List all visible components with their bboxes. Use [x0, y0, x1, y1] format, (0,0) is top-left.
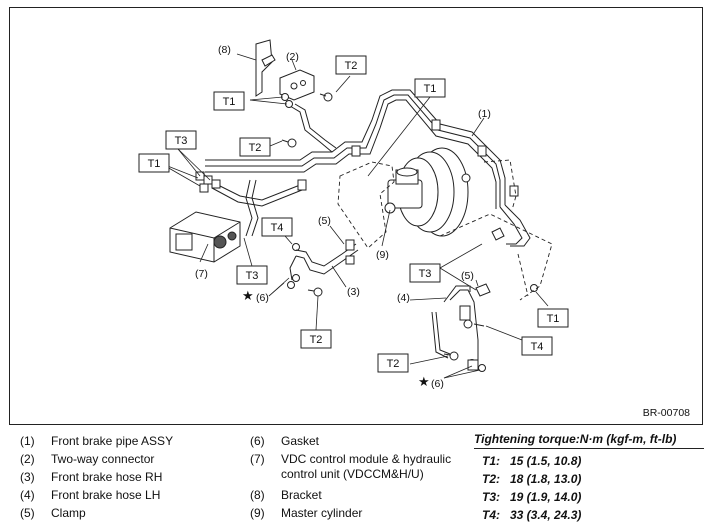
callout-t4-box — [521, 336, 553, 356]
dashed-outline — [337, 159, 553, 301]
vdc-module-7 — [169, 211, 241, 263]
label-1: (1) — [478, 108, 491, 120]
callout-t4: T4 — [271, 222, 284, 234]
callout-t3: T3 — [419, 268, 432, 280]
star-icon: ★ — [418, 374, 430, 389]
callout-t2-box — [300, 329, 332, 349]
callout-t1: T1 — [424, 83, 437, 95]
clamp-5 — [475, 227, 505, 297]
callout-t3: T3 — [175, 135, 188, 147]
label-5: (5) — [461, 270, 474, 282]
diagram-frame — [9, 7, 703, 425]
parts-legend: (1) Front brake pipe ASSY (2) Two-way co… — [20, 434, 452, 520]
star-icon: ★ — [242, 288, 254, 303]
callout-t1-box — [537, 308, 569, 328]
callout-t3-box — [236, 265, 268, 285]
part-labels: (8) (2) (1) (5) (7) (9) (3) (6) (5) (4) … — [195, 44, 491, 390]
label-9: (9) — [376, 249, 389, 261]
callout-t2-box — [377, 353, 409, 373]
bolts — [281, 92, 538, 372]
callout-t2-box — [335, 55, 367, 75]
brake-pipe-assy-1 — [205, 89, 531, 247]
callout-labels: T2 T1 T2 T3 T1 T1 T4 T3 T3 T1 T4 T2 T2 — [148, 60, 560, 370]
callout-t2: T2 — [249, 142, 262, 154]
callout-boxes — [138, 55, 569, 373]
star-markers: ★ ★ — [242, 288, 430, 389]
callout-t3-box — [165, 130, 197, 150]
callout-t4: T4 — [531, 341, 544, 353]
callout-t1: T1 — [547, 313, 560, 325]
callout-t2: T2 — [387, 358, 400, 370]
front-brake-hose-rh-3 — [289, 239, 359, 281]
label-7: (7) — [195, 268, 208, 280]
callout-t1-box — [414, 78, 446, 98]
bracket-8 — [255, 39, 276, 97]
callout-t2-box — [239, 137, 271, 157]
torque-title: Tightening torque:N·m (kgf-m, ft-lb) — [474, 432, 704, 449]
two-way-connector-2 — [279, 69, 315, 101]
label-2: (2) — [286, 51, 299, 63]
callout-t4-box — [261, 217, 293, 237]
figure-code: BR-00708 — [643, 407, 690, 419]
callout-t1: T1 — [148, 158, 161, 170]
label-6: (6) — [431, 378, 444, 390]
callout-t1-box — [138, 153, 170, 173]
label-6: (6) — [256, 292, 269, 304]
front-brake-hose-lh-4 — [431, 285, 479, 371]
callout-t1: T1 — [223, 96, 236, 108]
label-4: (4) — [397, 292, 410, 304]
callout-t1-box — [213, 91, 245, 111]
label-5: (5) — [318, 215, 331, 227]
torque-table: Tightening torque:N·m (kgf-m, ft-lb) T1:… — [474, 432, 704, 522]
callout-t3-box — [409, 263, 441, 283]
brake-line-diagram: T2 T1 T2 T3 T1 T1 T4 T3 T3 T1 T4 T2 T2 (… — [138, 39, 690, 419]
master-cylinder-9 — [384, 147, 471, 237]
label-8: (8) — [218, 44, 231, 56]
label-3: (3) — [347, 286, 360, 298]
callout-t2: T2 — [345, 60, 358, 72]
callout-t3: T3 — [246, 270, 259, 282]
callout-t2: T2 — [310, 334, 323, 346]
